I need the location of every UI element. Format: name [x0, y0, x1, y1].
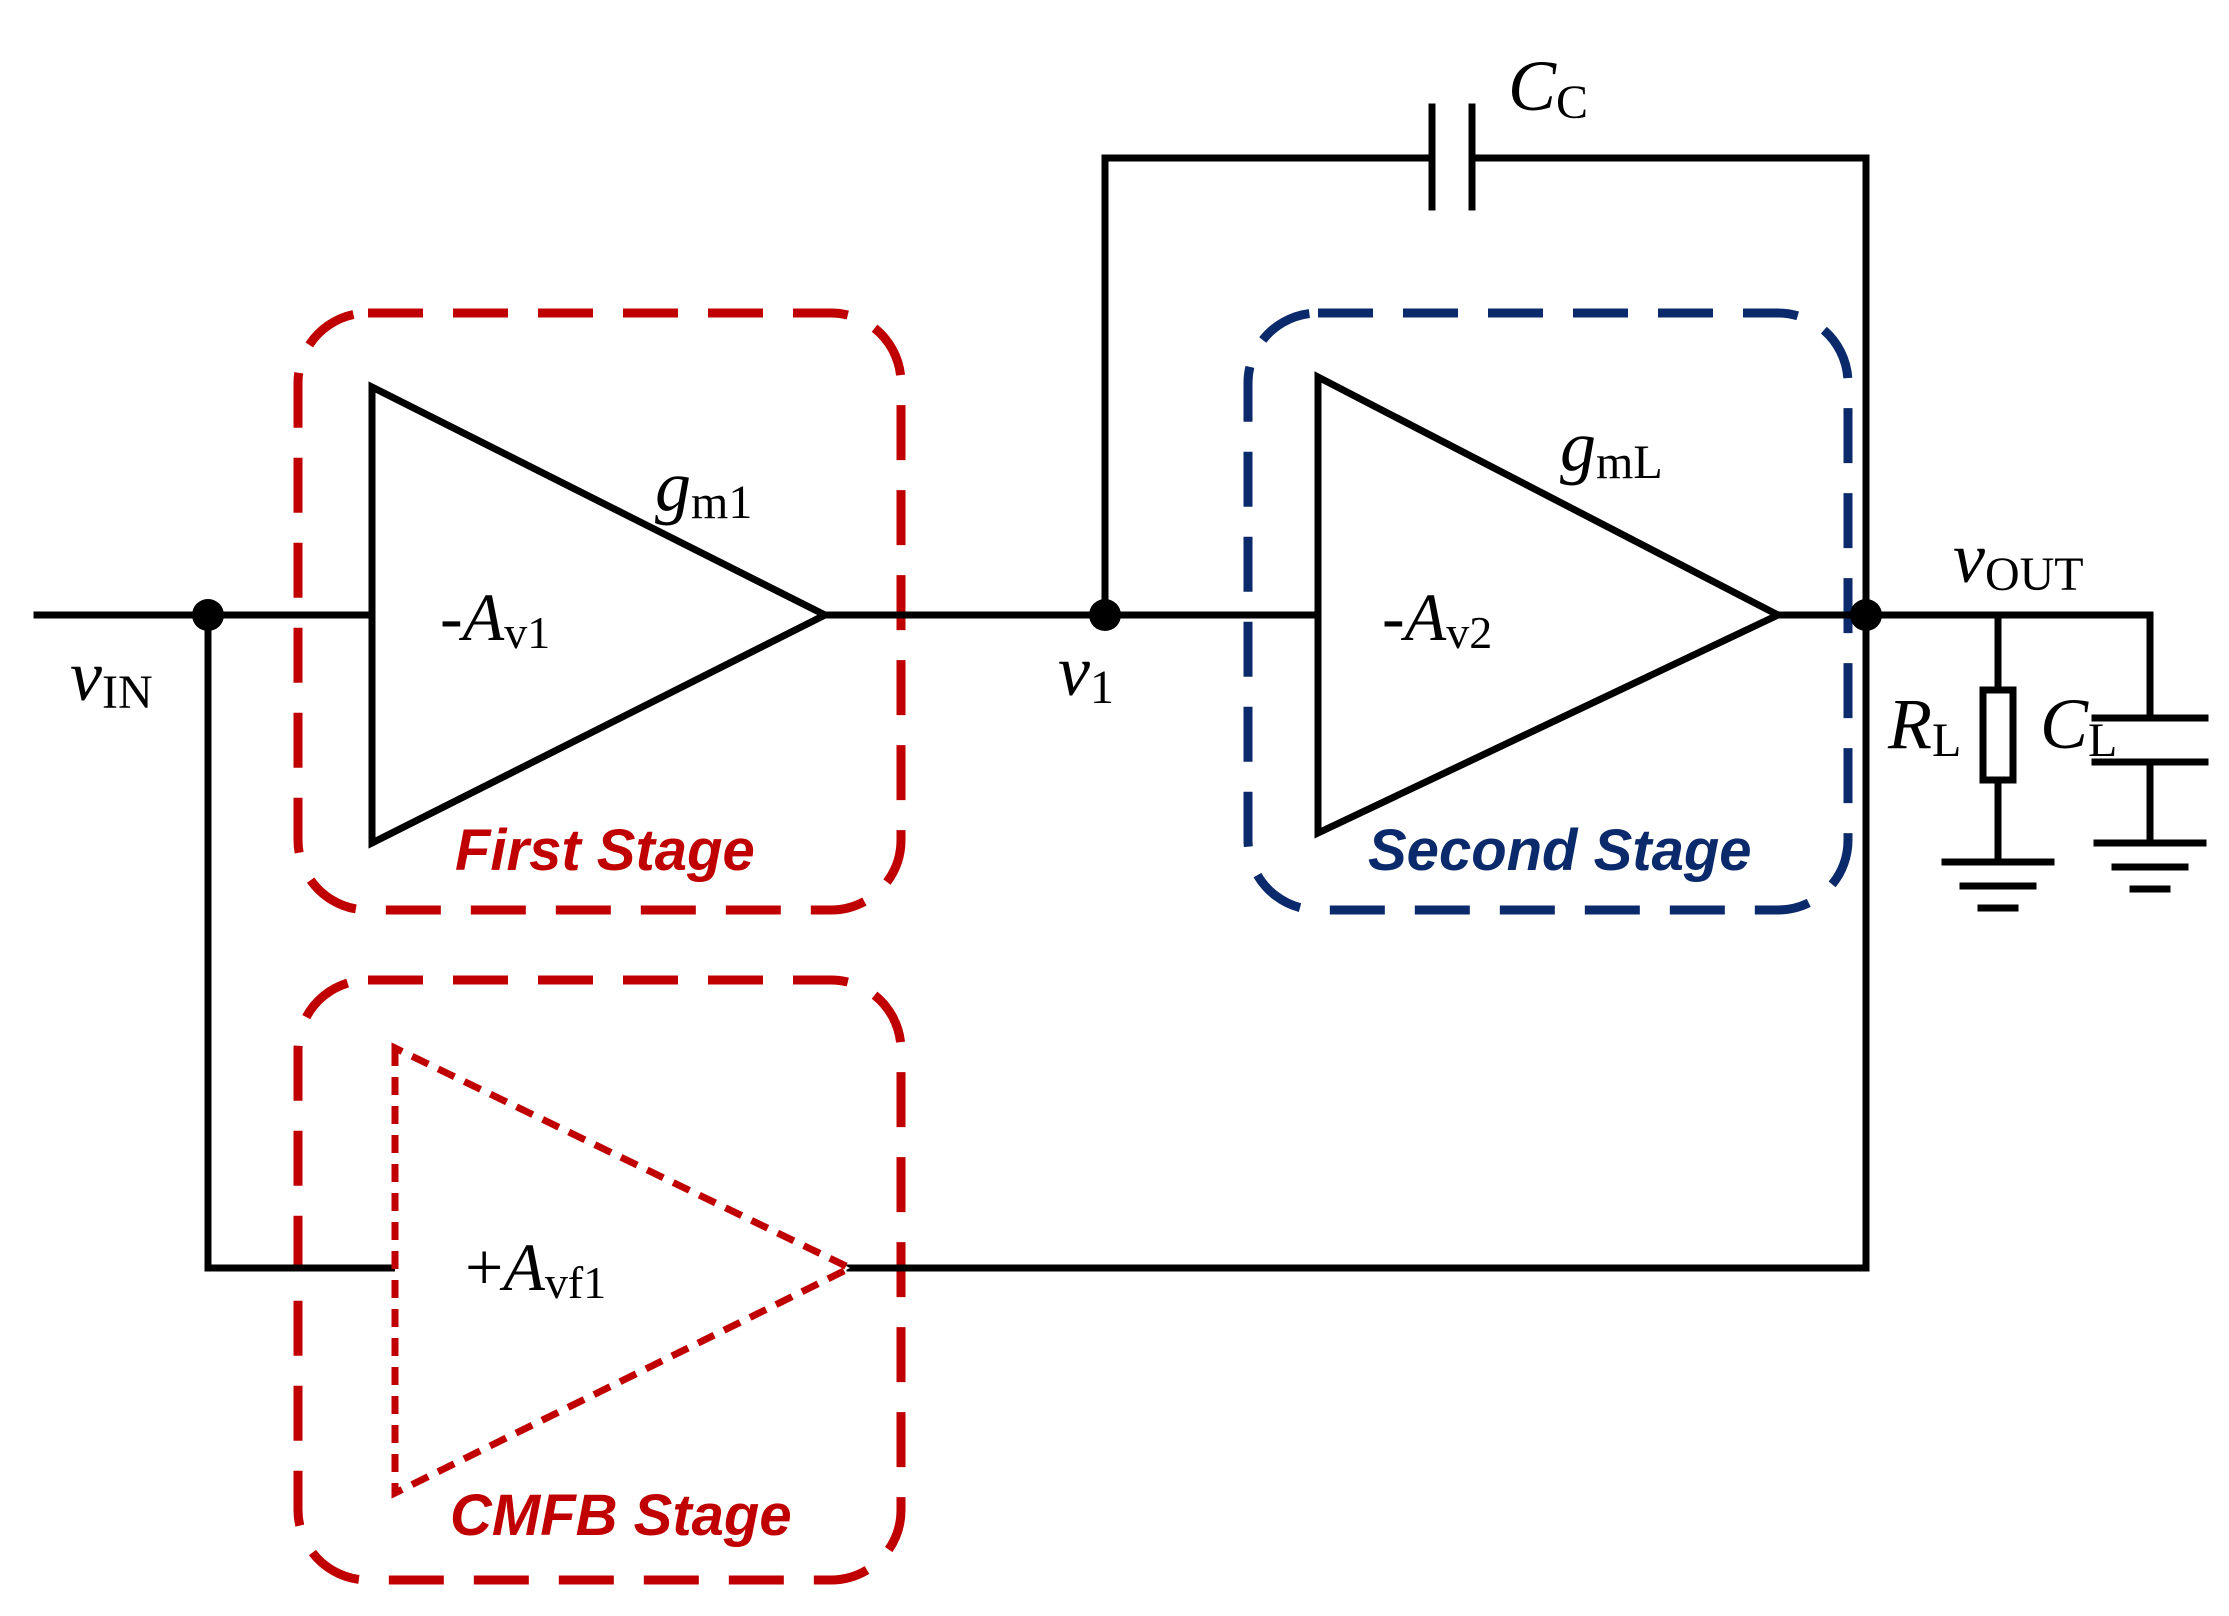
label-vin: vIN: [70, 636, 153, 719]
label-v1: v1: [1058, 631, 1114, 714]
node-vin: [192, 599, 224, 631]
label-av2: -Av2: [1382, 579, 1492, 658]
wires: [33, 154, 2154, 1272]
label-cc: CC: [1508, 46, 1588, 129]
first-stage-label: First Stage: [455, 818, 755, 883]
cmfb-stage-label: CMFB Stage: [450, 1483, 792, 1548]
label-gm1: gm1: [655, 446, 752, 529]
capacitor-cc-symbol: [1428, 103, 1476, 211]
label-gml: gmL: [1560, 406, 1663, 489]
label-vout: vOUT: [1953, 518, 2084, 601]
capacitor-cl-symbol: [2091, 714, 2209, 766]
first-stage-amplifier: [368, 381, 833, 849]
label-av1: -Av1: [440, 579, 550, 658]
second-stage-label: Second Stage: [1368, 818, 1752, 883]
cmfb-amplifier: [391, 1042, 858, 1499]
label-avf1: +Avf1: [465, 1229, 606, 1308]
cc-left-wire: [1101, 154, 1436, 619]
label-cl: CL: [2040, 684, 2117, 767]
second-stage-amplifier: [1314, 371, 1786, 839]
label-rl: RL: [1887, 684, 1961, 767]
cmfb-output-wire: [846, 611, 1870, 1272]
node-vout: [1850, 599, 1882, 631]
resistor-rl-symbol: [1979, 686, 2017, 784]
cc-right-wire: [1468, 154, 1870, 619]
ground-icon: [2093, 839, 2207, 893]
node-v1: [1089, 599, 1121, 631]
ground-icon: [1941, 858, 2055, 912]
cmfb-stage-box: [293, 975, 906, 1585]
